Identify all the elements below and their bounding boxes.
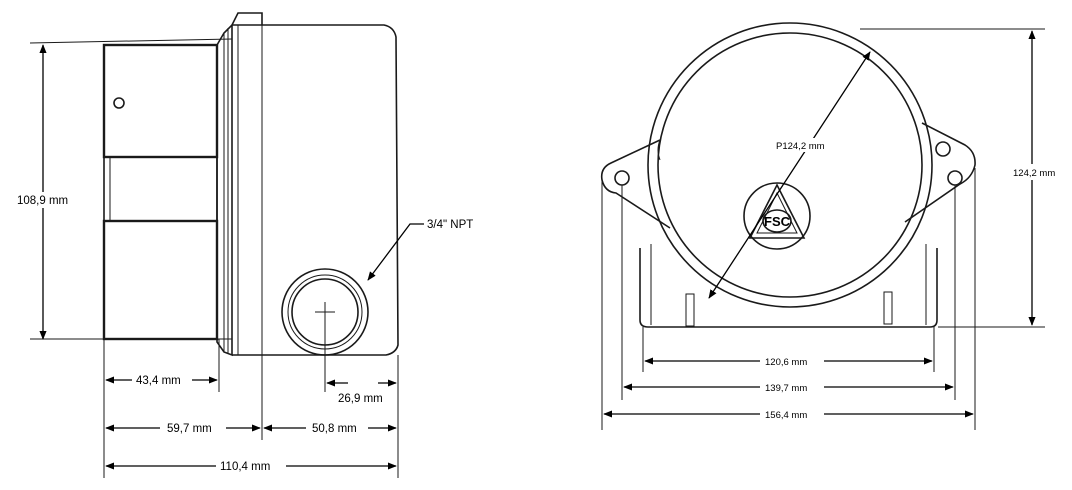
front-height-label: 124,2 mm: [1013, 168, 1055, 179]
front-view: FSC P124,2 mm 124,2 mm 120,6 mm 139,7 mm…: [600, 22, 1066, 430]
panel-middle-block: [103, 156, 218, 222]
dim-26-label: 26,9 mm: [338, 393, 383, 405]
dim-50-label: 50,8 mm: [312, 423, 357, 435]
dim-156-label: 156,4 mm: [765, 410, 807, 421]
panel-screw: [113, 97, 125, 109]
fsc-logo: FSC: [743, 182, 811, 250]
panel-upper-block: [102, 43, 219, 159]
thread-label: 3/4" NPT: [427, 219, 473, 231]
radius-label: P124,2 mm: [776, 141, 825, 152]
cover-plate: [657, 32, 923, 298]
dim-59-label: 59,7 mm: [167, 423, 212, 435]
base-clamp-right: [883, 291, 893, 325]
dim-120-label: 120,6 mm: [765, 357, 807, 368]
ear-hole-right: [947, 170, 963, 186]
base-clamp-left: [685, 293, 695, 327]
svg-text:FSC: FSC: [764, 214, 791, 229]
height-dim-label: 108,9 mm: [17, 195, 68, 207]
panel-lower-block: [102, 219, 219, 341]
base-block: [639, 248, 938, 328]
dim-43-label: 43,4 mm: [136, 375, 181, 387]
side-view: 3/4" NPT 108,9 mm 43,4 mm 26,9 mm 59,7 m…: [14, 12, 473, 478]
housing-outer-circle: [647, 22, 933, 308]
mounting-ear-right: [904, 122, 976, 223]
dim-139-label: 139,7 mm: [765, 383, 807, 394]
housing-body: [232, 24, 399, 356]
cover-screw: [935, 141, 951, 157]
dim-110-label: 110,4 mm: [220, 461, 270, 473]
ear-hole-left: [614, 170, 630, 186]
